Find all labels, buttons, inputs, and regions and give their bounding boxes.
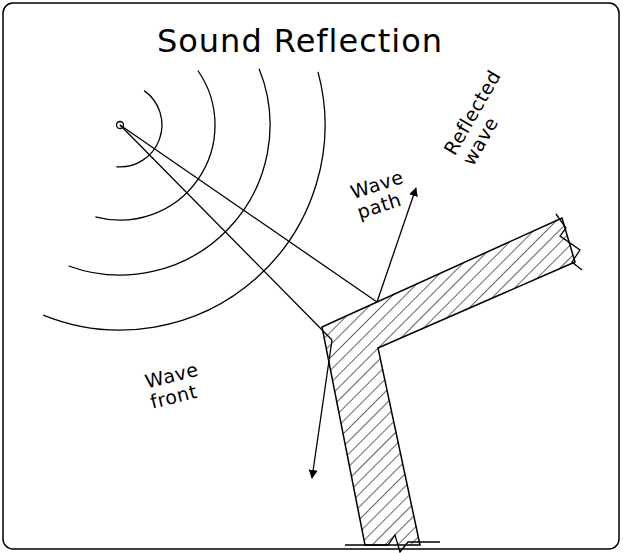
wave-front-arc	[43, 72, 325, 330]
break-symbol	[345, 535, 440, 552]
wave-path-line	[120, 125, 377, 302]
diagram-title: Sound Reflection	[60, 24, 540, 59]
wave-front-arc	[95, 71, 215, 221]
break-symbol	[556, 214, 582, 270]
annotation-label: Reflected wave	[440, 53, 531, 169]
wave-front-arc	[69, 69, 270, 275]
frame	[3, 3, 619, 549]
wall-section	[322, 218, 575, 545]
annotation-label: Wave front	[143, 353, 231, 413]
wave-path-line	[120, 125, 332, 340]
annotation-label: Wave path	[348, 164, 420, 223]
